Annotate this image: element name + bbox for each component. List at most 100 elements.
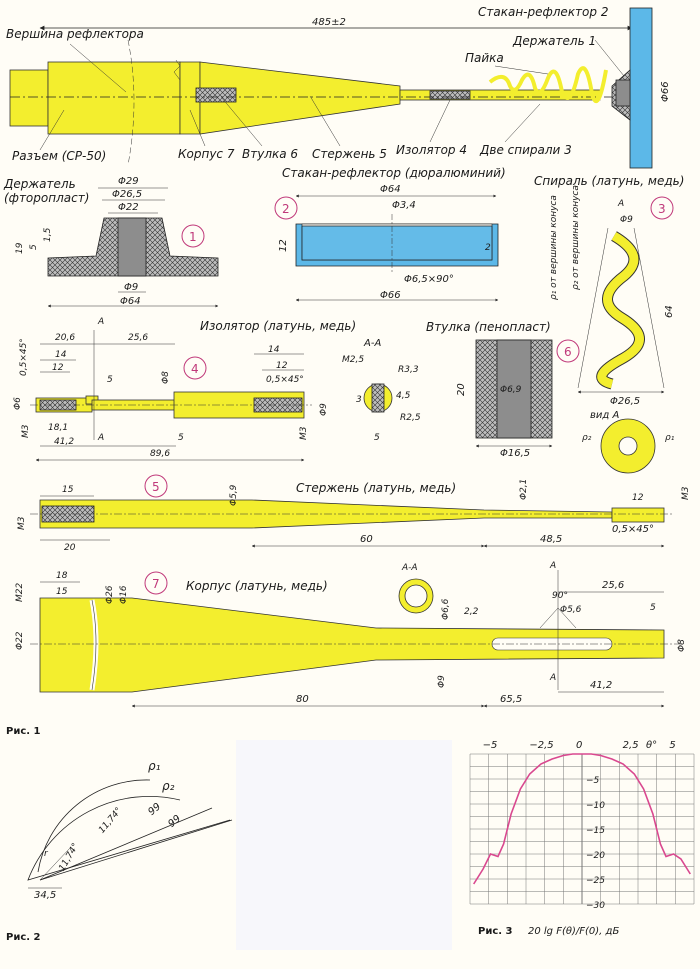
svg-text:5: 5 (178, 433, 184, 443)
svg-text:Φ6,6: Φ6,6 (441, 598, 451, 620)
svg-text:34,5: 34,5 (34, 890, 56, 901)
chart-x-tick: 0 (576, 740, 582, 751)
sleeve-section (195, 87, 237, 103)
svg-text:М3: М3 (681, 486, 691, 500)
fig1-caption: Рис. 1 (6, 726, 41, 737)
svg-text:Φ2,1: Φ2,1 (519, 479, 529, 500)
svg-text:41,2: 41,2 (590, 680, 612, 691)
svg-text:80: 80 (296, 694, 309, 705)
label-spirals: Две спирали 3 (479, 143, 572, 157)
svg-text:ρ₁: ρ₁ (148, 759, 161, 773)
part6-sleeve: Втулка (пенопласт) 6 Φ6,9 20 Φ16,5 (426, 320, 580, 459)
svg-text:Φ16: Φ16 (119, 585, 129, 604)
part7-section (39, 597, 665, 693)
chart-x-tick: −2,5 (529, 740, 553, 751)
part6-title: Втулка (пенопласт) (426, 320, 551, 334)
svg-text:ρ₁: ρ₁ (665, 433, 675, 443)
svg-text:М22: М22 (15, 583, 25, 602)
svg-text:3: 3 (356, 395, 362, 405)
label-solder: Пайка (465, 51, 504, 65)
svg-text:Φ26,5: Φ26,5 (112, 189, 142, 200)
svg-text:R2,5: R2,5 (400, 413, 421, 423)
fig2-caption: Рис. 2 (6, 932, 41, 943)
svg-text:20: 20 (64, 543, 76, 553)
assembly-length: 485±2 (312, 17, 346, 28)
svg-text:4,5: 4,5 (396, 391, 411, 401)
svg-text:Φ16,5: Φ16,5 (500, 448, 530, 459)
svg-text:Φ6,5×90°: Φ6,5×90° (404, 274, 454, 285)
part6-number: 6 (564, 345, 572, 359)
svg-text:48,5: 48,5 (540, 534, 562, 545)
part7-body: Корпус (латунь, медь) 7 18 15 М22 Φ22 Φ2… (15, 561, 687, 708)
label-cup-reflector: Стакан-рефлектор 2 (478, 5, 608, 19)
svg-text:Φ22: Φ22 (15, 631, 25, 650)
cup-reflector-side (629, 7, 653, 169)
svg-text:99: 99 (146, 801, 163, 818)
svg-text:Φ8: Φ8 (677, 639, 687, 652)
svg-text:2: 2 (485, 243, 491, 253)
svg-text:Φ5,9: Φ5,9 (229, 484, 239, 506)
fig2-geometry: ρ₁ ρ₂ 99 99 11,74° 11,74° r 34,5 Рис. 2 (6, 759, 233, 943)
chart-grid (469, 753, 695, 905)
svg-text:14: 14 (55, 350, 67, 360)
svg-text:М3: М3 (299, 426, 309, 440)
svg-text:18,1: 18,1 (48, 423, 68, 433)
chart-x-tick: 5 (669, 740, 675, 751)
svg-text:Φ9: Φ9 (319, 403, 329, 416)
svg-text:Φ66: Φ66 (380, 290, 401, 301)
svg-text:Φ9: Φ9 (437, 675, 447, 688)
part4-title: Изолятор (латунь, медь) (200, 319, 356, 333)
svg-text:М2,5: М2,5 (342, 355, 364, 365)
part7-title: Корпус (латунь, медь) (186, 579, 328, 593)
svg-text:А: А (97, 433, 104, 443)
svg-text:ρ₂: ρ₂ (162, 779, 175, 793)
label-body: Корпус 7 (178, 147, 235, 161)
spiral-drawing (597, 232, 644, 389)
svg-text:ρ₂: ρ₂ (582, 433, 592, 443)
chart-y-tick: −25 (586, 876, 605, 886)
svg-text:Φ26,5: Φ26,5 (610, 396, 640, 407)
svg-text:2,2: 2,2 (464, 607, 479, 617)
svg-text:5: 5 (374, 433, 380, 443)
part3-spiral: Спираль (латунь, медь) 3 ρ₁ от вершины к… (534, 174, 684, 474)
chart-series-line (473, 753, 691, 885)
part4-insulator: Изолятор (латунь, медь) 4 20,6 25,6 А А … (13, 317, 421, 462)
svg-text:5: 5 (107, 375, 113, 385)
svg-text:12: 12 (632, 493, 644, 503)
svg-text:15: 15 (62, 485, 74, 495)
part1-number-circle (181, 224, 205, 248)
part4-section-title: А-А (363, 338, 381, 349)
chart-x-tick: −5 (483, 740, 498, 751)
part3-number: 3 (658, 202, 666, 216)
part1-number: 1 (189, 230, 197, 244)
label-holder: Держатель 1 (512, 34, 596, 48)
svg-text:Φ64: Φ64 (120, 296, 141, 307)
svg-text:М3: М3 (17, 516, 27, 530)
chart-y-label: 20 lg F(θ)/F(0), дБ (528, 926, 619, 937)
part5-number: 5 (152, 480, 160, 494)
part4-number: 4 (191, 362, 199, 376)
svg-text:Φ6,9: Φ6,9 (500, 385, 522, 395)
chart-y-tick: −20 (586, 851, 605, 861)
label-connector: Разъем (СР-50) (12, 149, 106, 163)
chart-y-tick: −30 (586, 901, 605, 911)
svg-text:12: 12 (276, 361, 288, 371)
part3-title: Спираль (латунь, медь) (534, 174, 684, 188)
svg-text:Φ9: Φ9 (620, 215, 633, 225)
body-cone (199, 61, 401, 135)
svg-text:65,5: 65,5 (500, 694, 522, 705)
svg-text:А-А: А-А (401, 563, 418, 573)
label-reflector-apex: Вершина рефлектора (6, 27, 144, 41)
blank-area (236, 740, 452, 950)
svg-text:Φ64: Φ64 (380, 184, 401, 195)
svg-text:64: 64 (664, 305, 675, 318)
svg-text:12: 12 (52, 363, 64, 373)
svg-text:Φ5,6: Φ5,6 (560, 605, 582, 615)
svg-text:М3: М3 (21, 424, 31, 438)
svg-text:0,5×45°: 0,5×45° (19, 338, 29, 376)
svg-text:5: 5 (29, 244, 39, 250)
svg-text:89,6: 89,6 (150, 449, 170, 459)
part2-number: 2 (282, 202, 290, 216)
